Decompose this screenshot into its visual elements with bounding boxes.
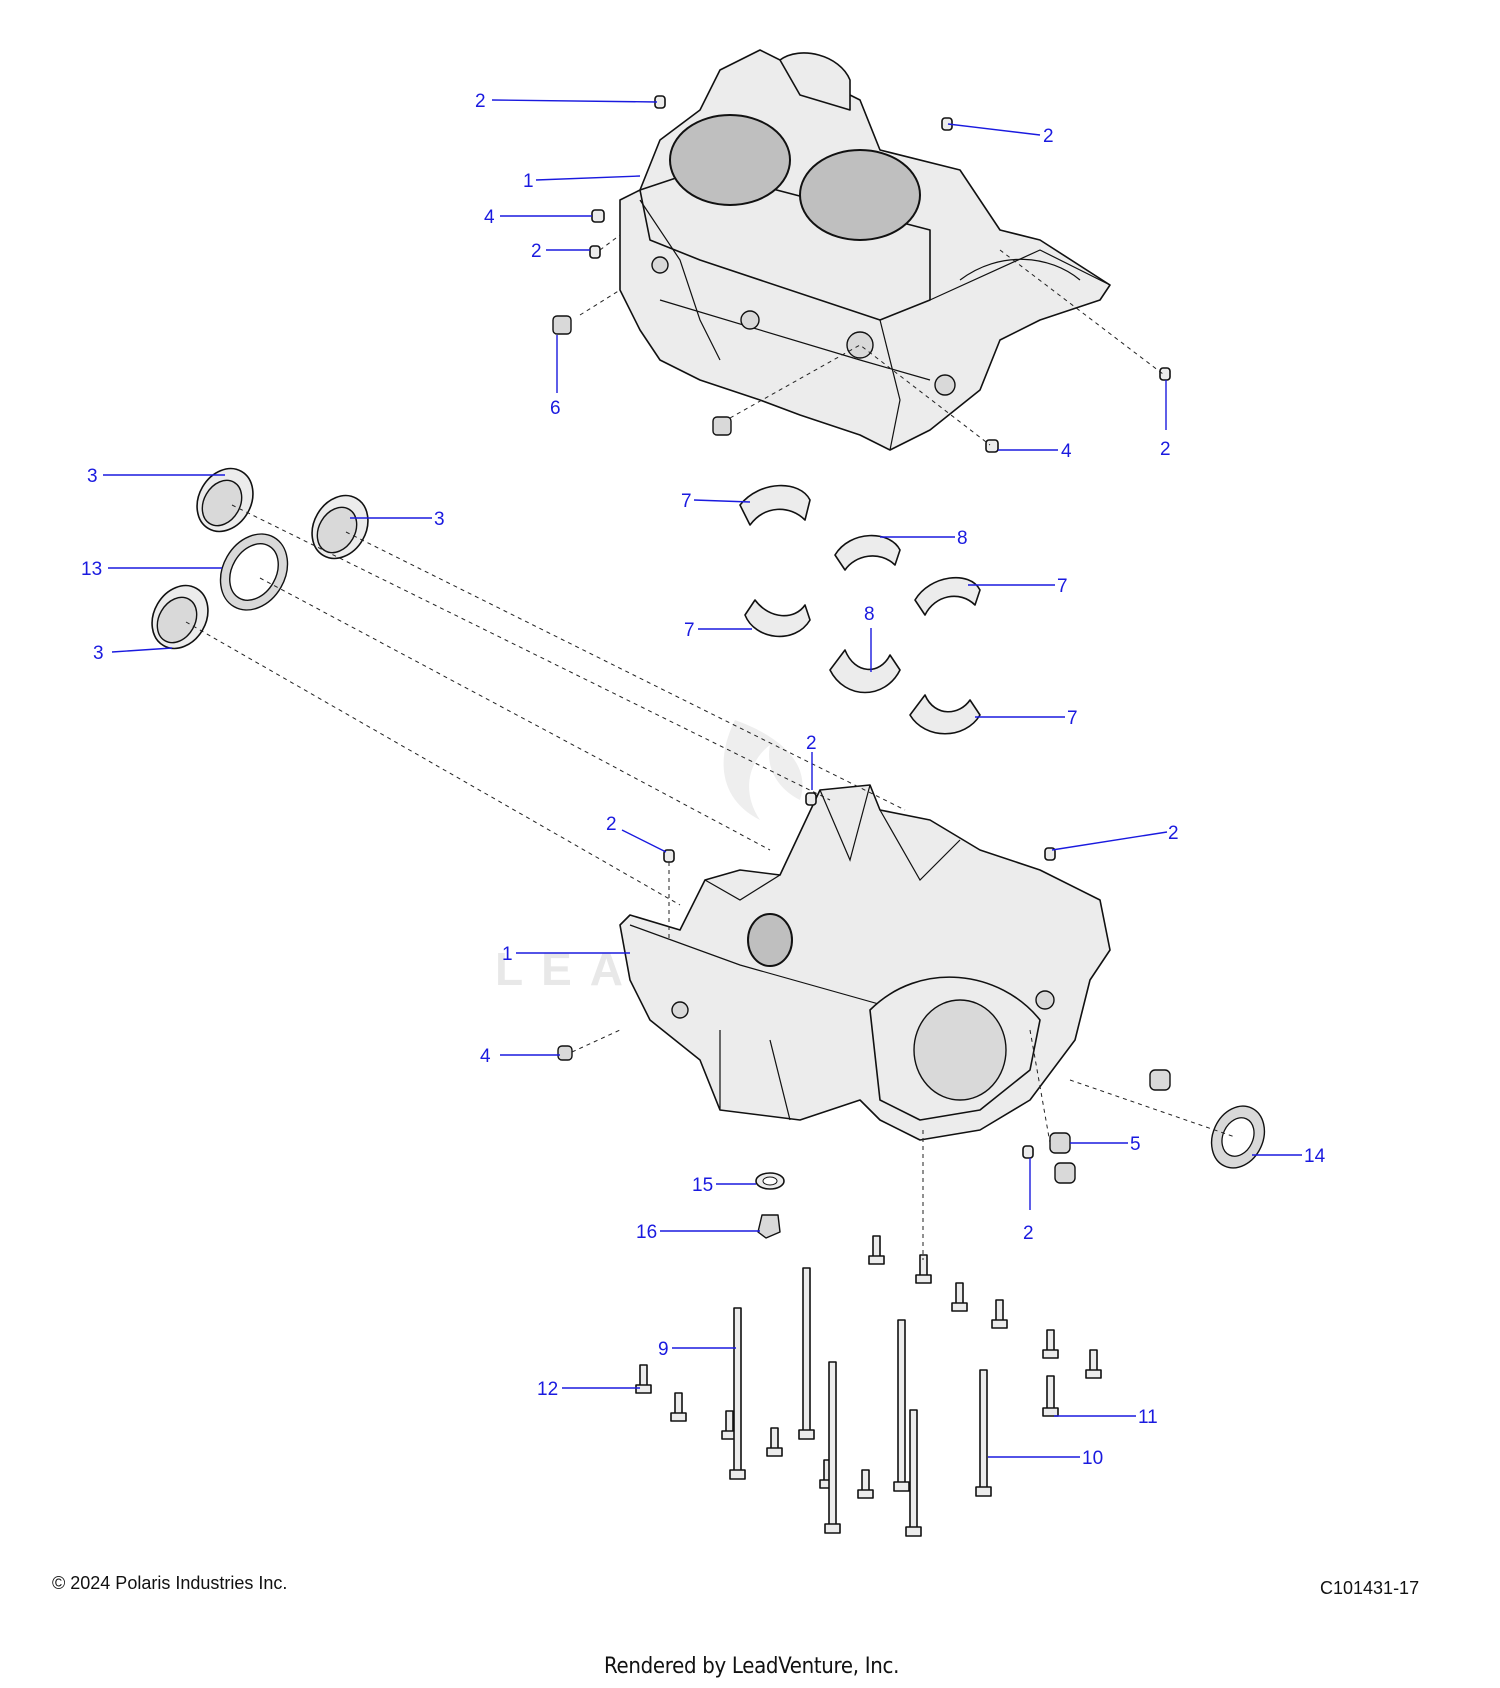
callout-8-b[interactable]: 8 <box>864 604 875 672</box>
cup-plugs-and-seal <box>151 467 369 650</box>
upper-crankcase[interactable] <box>619 49 1111 451</box>
diagram-code: C101431-17 <box>1320 1578 1420 1598</box>
svg-text:7: 7 <box>1067 708 1078 729</box>
callout-12[interactable]: 12 <box>537 1379 640 1400</box>
callout-6[interactable]: 6 <box>550 335 561 419</box>
callout-3-bottom-left[interactable]: 3 <box>93 643 173 664</box>
lower-dowels-plugs <box>557 792 1266 1239</box>
svg-text:4: 4 <box>480 1046 491 1067</box>
svg-text:2: 2 <box>1160 439 1171 460</box>
callout-2-upper-mid[interactable]: 2 <box>531 241 590 262</box>
svg-text:2: 2 <box>475 91 486 112</box>
svg-text:8: 8 <box>957 528 968 549</box>
svg-text:7: 7 <box>684 620 695 641</box>
svg-text:10: 10 <box>1082 1448 1103 1469</box>
callout-4-upper-right[interactable]: 4 <box>998 441 1072 462</box>
callout-8-a[interactable]: 8 <box>880 528 968 549</box>
callout-2-upper-left[interactable]: 2 <box>475 91 658 112</box>
svg-text:7: 7 <box>1057 576 1068 597</box>
svg-text:7: 7 <box>681 491 692 512</box>
svg-text:4: 4 <box>484 207 495 228</box>
svg-text:2: 2 <box>606 814 617 835</box>
callout-15[interactable]: 15 <box>692 1175 756 1196</box>
lower-crankcase[interactable] <box>619 784 1111 1141</box>
svg-text:12: 12 <box>537 1379 558 1400</box>
callouts: 2 2 1 4 2 6 2 4 3 3 13 3 7 8 7 7 8 7 2 2… <box>81 91 1326 1469</box>
callout-16[interactable]: 16 <box>636 1222 760 1243</box>
svg-text:6: 6 <box>550 398 561 419</box>
crankcase-bolts <box>635 1235 1102 1537</box>
callout-3-top-left[interactable]: 3 <box>87 466 225 487</box>
callout-11[interactable]: 11 <box>1054 1407 1158 1428</box>
upper-dowels-plugs <box>552 95 1171 453</box>
callout-1-lower[interactable]: 1 <box>502 944 630 965</box>
svg-text:3: 3 <box>93 643 104 664</box>
svg-text:2: 2 <box>1168 823 1179 844</box>
svg-text:11: 11 <box>1138 1407 1158 1428</box>
svg-text:16: 16 <box>636 1222 657 1243</box>
svg-text:2: 2 <box>531 241 542 262</box>
callout-7-d[interactable]: 7 <box>975 708 1078 729</box>
svg-text:15: 15 <box>692 1175 713 1196</box>
svg-text:2: 2 <box>1043 126 1054 147</box>
callout-3-right[interactable]: 3 <box>350 509 445 530</box>
callout-14[interactable]: 14 <box>1252 1146 1326 1167</box>
assembly-lines <box>185 234 1236 1260</box>
callout-9[interactable]: 9 <box>658 1339 736 1360</box>
svg-text:8: 8 <box>864 604 875 625</box>
callout-7-a[interactable]: 7 <box>681 491 751 512</box>
svg-text:4: 4 <box>1061 441 1072 462</box>
callout-7-c[interactable]: 7 <box>684 620 752 641</box>
callout-4-lower[interactable]: 4 <box>480 1046 560 1067</box>
svg-text:1: 1 <box>502 944 513 965</box>
svg-text:3: 3 <box>87 466 98 487</box>
callout-2-lower-top[interactable]: 2 <box>806 733 817 790</box>
callout-1-upper[interactable]: 1 <box>523 171 641 192</box>
svg-text:14: 14 <box>1304 1146 1326 1167</box>
copyright-text: © 2024 Polaris Industries Inc. <box>52 1573 288 1593</box>
callout-2-upper-right[interactable]: 2 <box>947 123 1054 147</box>
svg-text:2: 2 <box>1023 1223 1034 1244</box>
svg-text:13: 13 <box>81 559 102 580</box>
svg-text:5: 5 <box>1130 1134 1141 1155</box>
callout-10[interactable]: 10 <box>988 1448 1103 1469</box>
callout-2-upper-far-right[interactable]: 2 <box>1160 380 1171 460</box>
callout-2-lower-right[interactable]: 2 <box>1051 823 1179 851</box>
svg-text:1: 1 <box>523 171 534 192</box>
callout-4-upper[interactable]: 4 <box>484 207 592 228</box>
rendered-by-text: Rendered by LeadVenture, Inc. <box>604 1654 900 1679</box>
callout-5[interactable]: 5 <box>1070 1134 1141 1155</box>
main-bearings <box>739 484 981 735</box>
callout-2-lower-left[interactable]: 2 <box>606 814 667 853</box>
svg-text:2: 2 <box>806 733 817 754</box>
callout-2-lower-bottom[interactable]: 2 <box>1023 1158 1034 1244</box>
svg-text:9: 9 <box>658 1339 669 1360</box>
callout-7-b[interactable]: 7 <box>968 576 1068 597</box>
svg-text:3: 3 <box>434 509 445 530</box>
callout-13[interactable]: 13 <box>81 559 222 580</box>
